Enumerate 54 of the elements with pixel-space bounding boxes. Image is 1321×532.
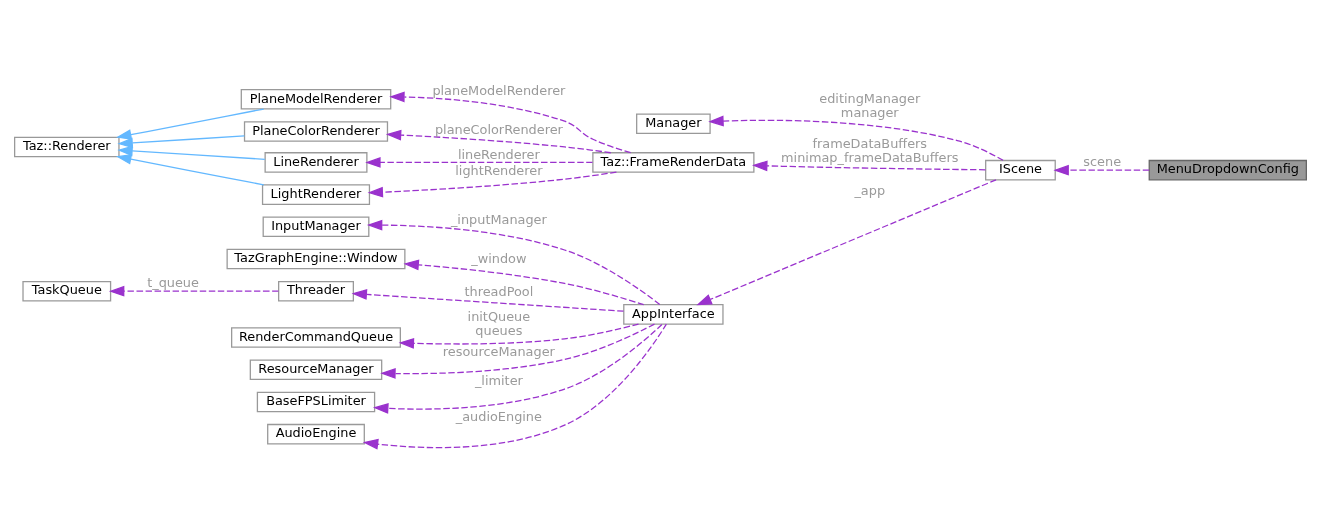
arrow xyxy=(366,219,661,305)
edge-label: planeColorRenderer xyxy=(434,121,563,137)
node-box: LightRenderer xyxy=(261,183,371,205)
node-box: IScene xyxy=(985,159,1056,180)
arrow xyxy=(365,156,594,168)
edge-label: t_queue xyxy=(147,274,199,290)
edge-label: scene xyxy=(1083,153,1122,169)
node-box: LineRenderer xyxy=(264,151,368,173)
node-box: RenderCommandQueue xyxy=(231,326,401,348)
arrow xyxy=(389,91,632,153)
edge-label: lightRenderer xyxy=(455,162,543,178)
arrow xyxy=(385,129,612,153)
edge-label: frameDataBuffers minimap_frameDataBuffers xyxy=(781,135,959,165)
node-box: MenuDropdownConfig xyxy=(1148,159,1307,180)
arrow xyxy=(351,288,625,312)
node-box: BaseFPSLimiter xyxy=(256,391,376,412)
arrow xyxy=(116,107,265,140)
node-box: Taz::Renderer xyxy=(14,136,120,157)
node-box: AppInterface xyxy=(623,303,724,325)
node-box: AudioEngine xyxy=(267,423,365,444)
edge-label: _inputManager xyxy=(450,211,547,227)
arrow xyxy=(117,145,266,160)
arrow xyxy=(752,159,987,171)
edge-label: _window xyxy=(471,250,527,266)
arrow xyxy=(115,153,265,186)
arrow xyxy=(1053,164,1150,176)
arrow xyxy=(362,323,667,450)
node-box: TazGraphEngine::Window xyxy=(226,248,406,269)
arrow xyxy=(373,323,663,414)
arrow xyxy=(367,170,618,198)
edge-label: _app xyxy=(854,182,886,198)
edge-label: lineRenderer xyxy=(457,146,540,162)
node-box: TaskQueue xyxy=(22,280,112,301)
edge-label: initQueue queues xyxy=(467,308,531,338)
arrow xyxy=(708,115,1004,161)
arrow xyxy=(398,322,640,349)
edge-label: threadPool xyxy=(464,283,534,299)
node-box: InputManager xyxy=(262,216,370,237)
edge-label: planeModelRenderer xyxy=(432,82,566,98)
node-box: ResourceManager xyxy=(249,358,383,380)
edge-label: _limiter xyxy=(474,372,523,388)
arrow xyxy=(108,285,279,297)
node-box: Taz::FrameRenderData xyxy=(592,151,755,173)
node-box: PlaneColorRenderer xyxy=(243,120,389,142)
node-box: PlaneModelRenderer xyxy=(240,88,392,110)
node-box: Manager xyxy=(636,113,711,134)
edge-label: _audioEngine xyxy=(455,408,542,424)
edge-label: resourceManager xyxy=(442,343,555,359)
arrow xyxy=(117,134,245,148)
arrow xyxy=(403,259,645,305)
arrow xyxy=(380,322,656,379)
arrow xyxy=(696,178,997,305)
node-box: Threader xyxy=(278,280,354,301)
edge-label: editingManager manager xyxy=(819,90,921,120)
